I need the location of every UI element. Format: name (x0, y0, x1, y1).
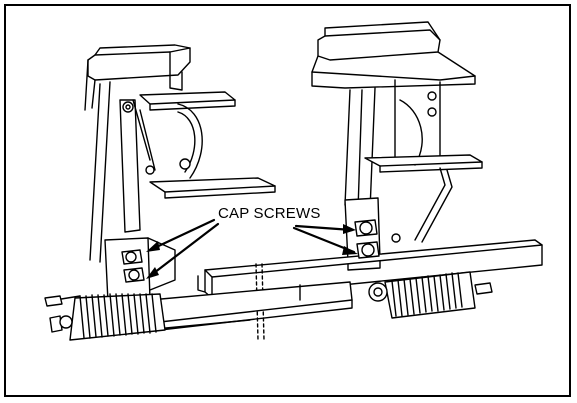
left-spring (44, 293, 166, 341)
main-tube (197, 239, 543, 341)
leader-arrows (148, 218, 356, 278)
cap-screws-left (121, 249, 145, 283)
left-upper-mount (84, 44, 276, 263)
arrow-to-left-upper-screw (148, 218, 216, 252)
cap-screws-label: CAP SCREWS (218, 205, 321, 222)
arrow-to-right-upper-screw (294, 224, 354, 232)
left-link-arm (119, 99, 156, 233)
right-spring (368, 271, 493, 319)
arrow-heads (146, 224, 358, 279)
arrow-to-left-lower-screw (148, 222, 220, 278)
cap-screws-right (354, 219, 380, 259)
right-upper-mount (311, 21, 483, 243)
